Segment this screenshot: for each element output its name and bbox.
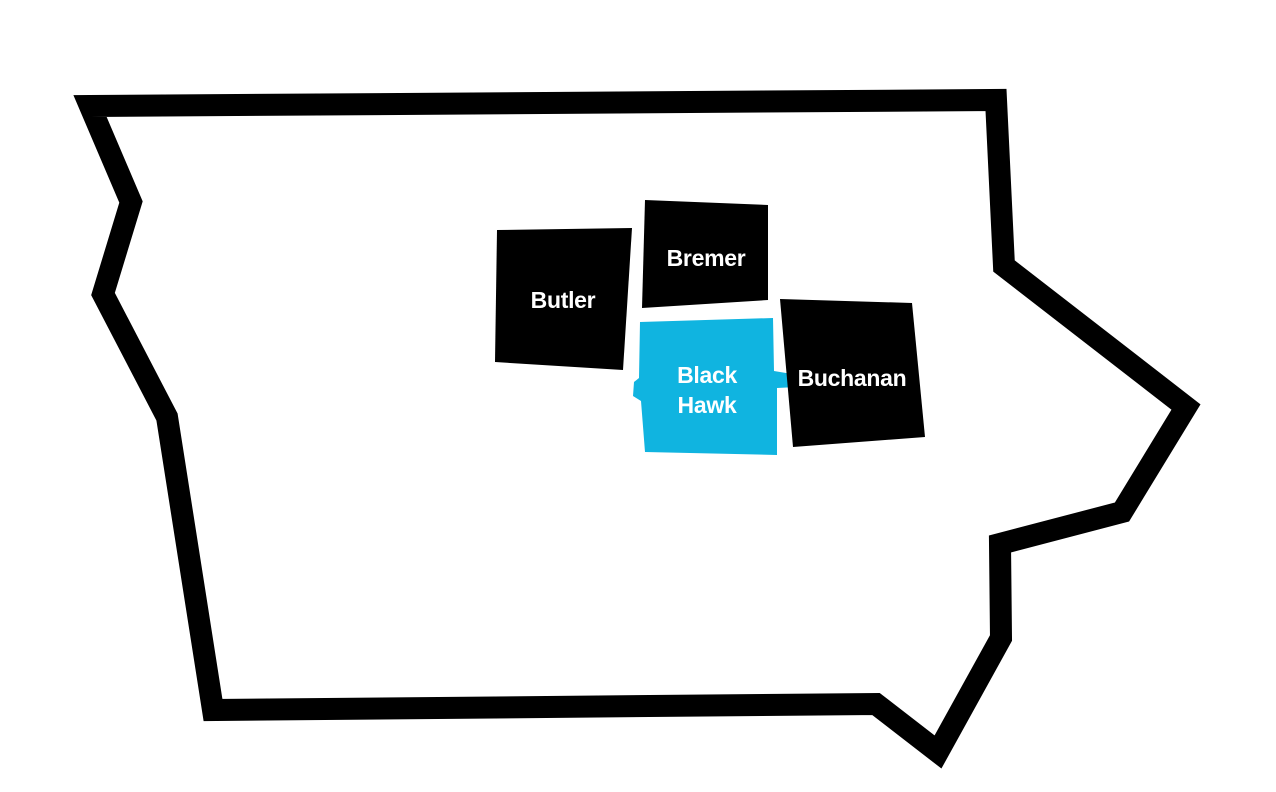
state-outline-iowa bbox=[73, 88, 1201, 769]
county-shape-bremer bbox=[642, 200, 768, 308]
county-label-butler: Butler bbox=[531, 287, 596, 313]
county-shape-black-hawk bbox=[633, 318, 798, 455]
county-label-bremer: Bremer bbox=[667, 245, 746, 271]
county-shape-butler bbox=[495, 228, 632, 370]
county-shape-buchanan bbox=[780, 299, 925, 447]
county-label-buchanan: Buchanan bbox=[798, 365, 907, 391]
